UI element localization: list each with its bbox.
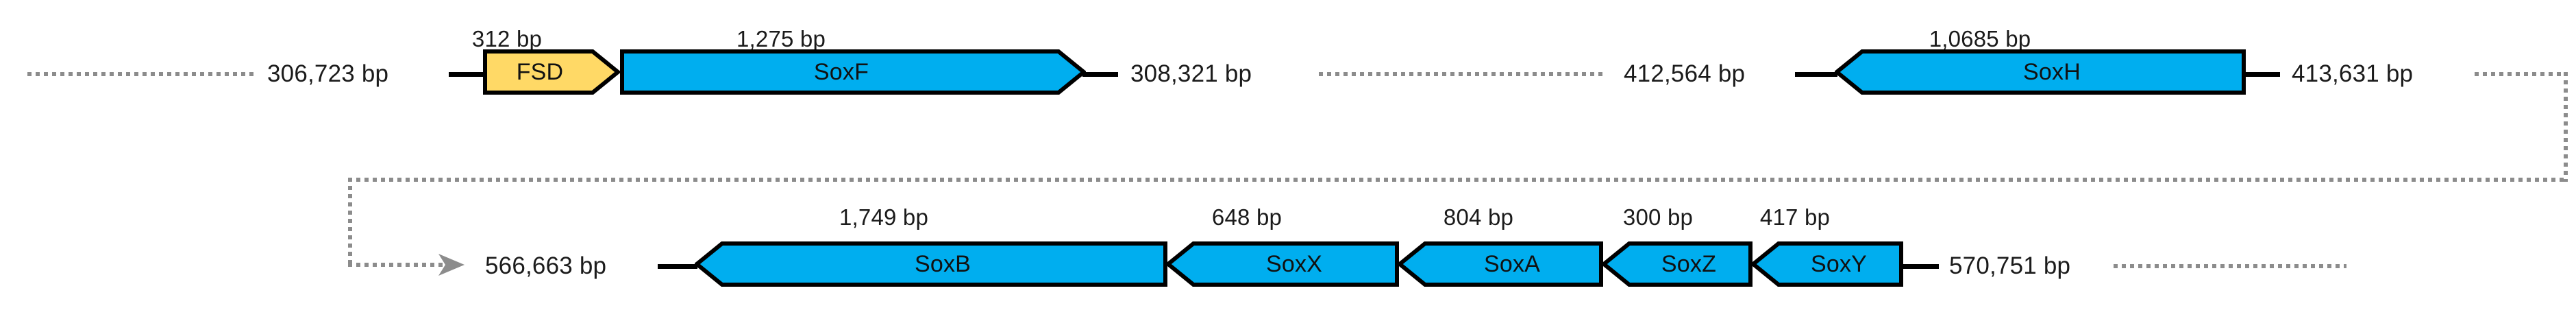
coord-label-566663: 566,663 bp	[485, 252, 607, 279]
dotted-line-between-segments	[1319, 72, 1607, 76]
gene-soxz-shape	[1602, 241, 1753, 287]
gene-soxh[interactable]: SoxH	[1835, 49, 2246, 95]
coord-label-570751: 570,751 bp	[1949, 252, 2071, 279]
coord-label-413631: 413,631 bp	[2292, 60, 2414, 87]
gene-soxb-shape	[695, 241, 1167, 287]
wrap-dotted-vertical-left	[348, 178, 352, 267]
gene-soxx-shape	[1166, 241, 1399, 287]
connector-stub-right-1	[1082, 72, 1118, 77]
arrowhead-shape	[438, 254, 465, 276]
wrap-dotted-top-right	[2475, 72, 2568, 76]
gene-soxy-shape	[1751, 241, 1903, 287]
gene-soxx[interactable]: SoxX	[1166, 241, 1399, 287]
size-label-soxh: 1,0685 bp	[1929, 26, 2031, 51]
gene-soxz[interactable]: SoxZ	[1602, 241, 1753, 287]
wrap-arrowhead-icon	[438, 252, 466, 277]
connector-stub-left-2	[1795, 72, 1837, 77]
wrap-dotted-vertical-right	[2564, 72, 2568, 182]
coord-label-308321: 308,321 bp	[1130, 60, 1252, 87]
size-label-soxz: 300 bp	[1622, 204, 1694, 230]
size-label-soxy: 417 bp	[1759, 204, 1831, 230]
gene-soxy[interactable]: SoxY	[1751, 241, 1903, 287]
gene-fsd-shape	[483, 49, 620, 95]
dotted-line-leading	[27, 72, 253, 76]
gene-soxa-shape	[1398, 241, 1603, 287]
size-label-soxf: 1,275 bp	[736, 26, 826, 51]
connector-stub-right-3	[1899, 264, 1939, 269]
gene-soxf-shape	[620, 49, 1086, 95]
coord-label-306723: 306,723 bp	[267, 60, 389, 87]
wrap-dotted-into-row2	[348, 263, 444, 267]
connector-stub-left-3	[658, 264, 697, 269]
coord-label-412564: 412,564 bp	[1624, 60, 1746, 87]
gene-fsd[interactable]: FSD	[483, 49, 620, 95]
dotted-line-trailing	[2114, 264, 2346, 268]
gene-soxa[interactable]: SoxA	[1398, 241, 1603, 287]
size-label-soxx: 648 bp	[1211, 204, 1283, 230]
gene-soxh-shape	[1835, 49, 2246, 95]
connector-stub-left-1	[449, 72, 483, 77]
size-label-soxa: 804 bp	[1443, 204, 1514, 230]
gene-soxb[interactable]: SoxB	[695, 241, 1167, 287]
size-label-soxb: 1,749 bp	[839, 204, 929, 230]
size-label-fsd: 312 bp	[471, 26, 543, 51]
gene-soxf[interactable]: SoxF	[620, 49, 1086, 95]
connector-stub-right-2	[2242, 72, 2280, 77]
wrap-dotted-return	[348, 178, 2568, 182]
